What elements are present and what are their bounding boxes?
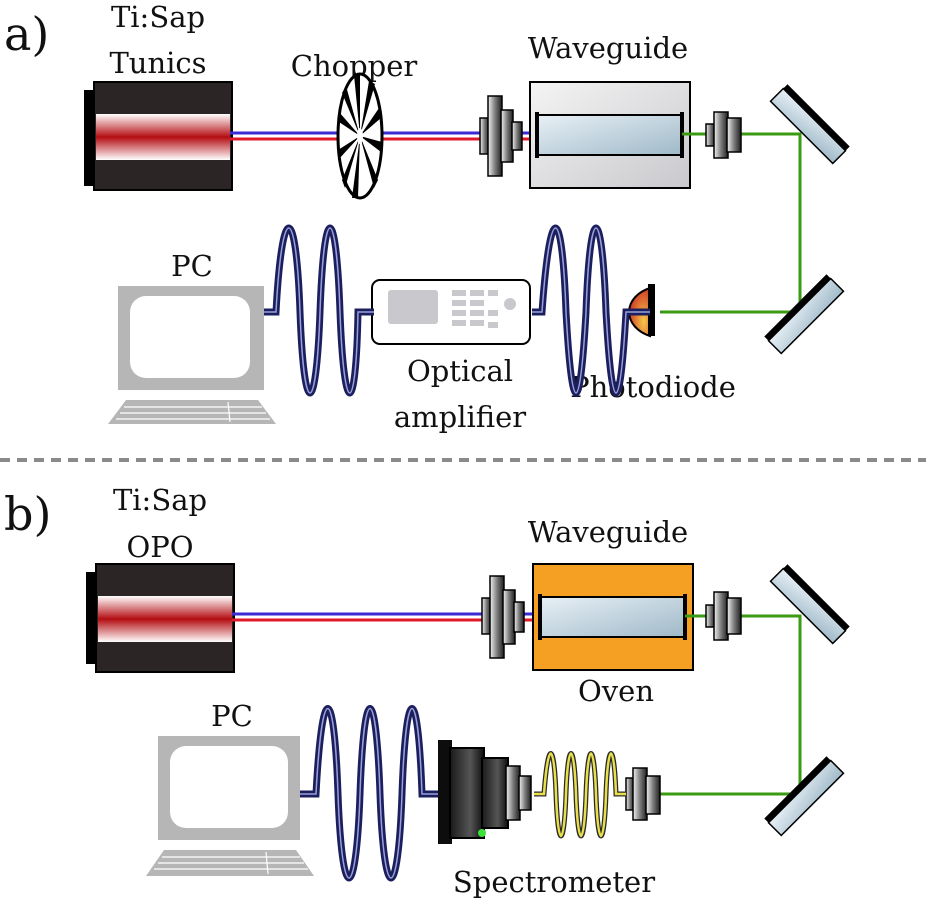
pc-a-label: PC: [171, 249, 213, 283]
cable-spec-pc: [300, 705, 438, 882]
mirror-a-bottom: [764, 274, 845, 355]
optical-amplifier: [371, 279, 531, 345]
spectrometer: [438, 740, 532, 844]
lens-mount-b-left: [481, 575, 525, 659]
laser-a-name: Ti:Sap: [111, 0, 205, 34]
waveguide-oven-b: [532, 563, 694, 671]
amplifier-label-line1: Optical: [407, 354, 513, 388]
lens-mount-a-right: [705, 111, 742, 159]
pc-b-label: PC: [211, 699, 253, 733]
laser-a-model: Tunics: [109, 46, 206, 80]
laser-b-name: Ti:Sap: [113, 483, 207, 517]
panel-a: a) Ti:Sap Tunics Chopper Waveguide: [4, 0, 850, 434]
fiber-yellow: [534, 751, 626, 839]
cable-amp-pc: [262, 224, 374, 397]
panel-a-letter: a): [4, 7, 49, 61]
oven-label: Oven: [578, 674, 654, 708]
pc-b: [146, 736, 314, 876]
cable-pd-amp: [532, 224, 650, 397]
photodiode-label: Photodiode: [570, 370, 736, 404]
laser-b: [86, 563, 235, 673]
lens-mount-b-right: [705, 591, 742, 641]
mirror-b-top: [769, 564, 850, 645]
amplifier-label-line2: amplifier: [394, 400, 526, 434]
mirror-b-bottom: [764, 756, 845, 837]
waveguide-b-label: Waveguide: [528, 515, 688, 549]
laser-b-model: OPO: [126, 530, 193, 564]
mirror-a-top: [769, 84, 850, 165]
beam-green-b: [660, 614, 802, 796]
fiber-collimator-b: [625, 767, 661, 821]
panel-b: b) Ti:Sap OPO Waveguide Oven: [4, 483, 850, 899]
laser-a: [84, 81, 233, 191]
spectrometer-label: Spectrometer: [453, 865, 655, 899]
lens-mount-a-left: [479, 95, 523, 177]
pc-a: [108, 286, 276, 424]
waveguide-a-label: Waveguide: [528, 31, 688, 65]
waveguide-a: [529, 81, 691, 189]
chopper-wheel: [336, 72, 384, 200]
panel-b-letter: b): [4, 487, 51, 541]
